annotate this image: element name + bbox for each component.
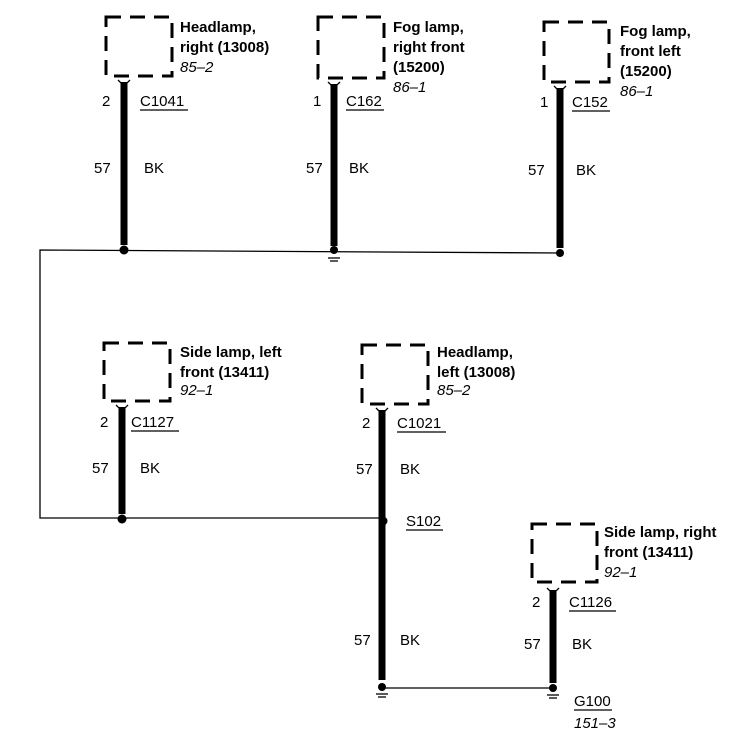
connector-symbol xyxy=(117,79,131,87)
circuit-number: 57 xyxy=(528,162,545,179)
component-name-line: Fog lamp, xyxy=(393,19,464,36)
component-box xyxy=(104,15,174,78)
wire-color: BK xyxy=(400,632,420,649)
component-name-line: right (13008) xyxy=(180,39,269,56)
connector-symbol xyxy=(553,85,567,93)
connector-symbol xyxy=(375,407,389,415)
component-ref: 86–1 xyxy=(620,83,653,100)
component-name-line: Fog lamp, xyxy=(620,23,691,40)
component-name-line: left (13008) xyxy=(437,364,515,381)
wire-color: BK xyxy=(349,160,369,177)
component-fog-lamp-front-left: Fog lamp, front left (15200) 86–1 1 C152… xyxy=(528,20,691,257)
component-ref: 85–2 xyxy=(437,382,471,399)
component-box xyxy=(360,343,430,406)
junction-dot xyxy=(378,683,386,691)
connector-symbol xyxy=(115,404,129,412)
wire-color: BK xyxy=(140,460,160,477)
connector-id: C152 xyxy=(572,94,608,111)
splice-dot xyxy=(378,516,388,526)
component-name-line: front (13411) xyxy=(604,544,693,561)
connector-id: C1021 xyxy=(397,415,441,432)
component-name-line: (15200) xyxy=(620,63,672,80)
connector-id: C1126 xyxy=(569,594,612,611)
component-ref: 85–2 xyxy=(180,59,214,76)
component-headlamp-left: Headlamp, left (13008) 85–2 2 C1021 57 B… xyxy=(356,343,515,680)
connector-symbol xyxy=(327,81,341,89)
component-name-line: (15200) xyxy=(393,59,445,76)
wire-color: BK xyxy=(572,636,592,653)
component-ref: 92–1 xyxy=(180,382,213,399)
ground-label: G100 xyxy=(574,693,611,710)
connector-id: C1041 xyxy=(140,93,184,110)
junction-dot xyxy=(549,684,557,692)
ground-wire: 57 BK xyxy=(354,632,420,698)
connector-id: C162 xyxy=(346,93,382,110)
component-side-lamp-left-front: Side lamp, left front (13411) 92–1 2 C11… xyxy=(92,341,282,524)
connector-symbol xyxy=(546,587,560,595)
pin-number: 2 xyxy=(362,415,370,432)
component-name-line: Side lamp, right xyxy=(604,524,717,541)
component-box xyxy=(530,522,599,584)
component-box xyxy=(102,341,172,403)
component-side-lamp-right-front: Side lamp, right front (13411) 92–1 2 C1… xyxy=(524,522,717,683)
component-box xyxy=(316,15,386,80)
junction-dot xyxy=(117,514,127,524)
pin-number: 1 xyxy=(313,93,321,110)
circuit-number: 57 xyxy=(306,160,323,177)
wire-color: BK xyxy=(576,162,596,179)
connector-id: C1127 xyxy=(131,414,174,431)
pin-number: 2 xyxy=(102,93,110,110)
component-name-line: front (13411) xyxy=(180,364,269,381)
splice-label: S102 xyxy=(406,513,441,530)
circuit-number: 57 xyxy=(524,636,541,653)
pin-number: 2 xyxy=(532,594,540,611)
component-box xyxy=(542,20,611,84)
component-ref: 86–1 xyxy=(393,79,426,96)
pin-number: 2 xyxy=(100,414,108,431)
ground-g100: G100 151–3 xyxy=(547,684,616,732)
component-ref: 92–1 xyxy=(604,564,637,581)
component-name-line: Side lamp, left xyxy=(180,344,282,361)
component-name-line: Headlamp, xyxy=(437,344,513,361)
circuit-number: 57 xyxy=(354,632,371,649)
pin-number: 1 xyxy=(540,94,548,111)
ground-bus-wire xyxy=(39,249,561,519)
component-name-line: right front xyxy=(393,39,465,56)
junction-dot xyxy=(330,246,338,254)
component-name-line: front left xyxy=(620,43,681,60)
wire-color: BK xyxy=(144,160,164,177)
ground-ref: 151–3 xyxy=(574,715,616,732)
circuit-number: 57 xyxy=(356,461,373,478)
component-headlamp-right: Headlamp, right (13008) 85–2 2 C1041 57 … xyxy=(94,15,269,255)
wire-color: BK xyxy=(400,461,420,478)
component-name-line: Headlamp, xyxy=(180,19,256,36)
splice-s102: S102 xyxy=(378,513,443,531)
component-fog-lamp-right-front: Fog lamp, right front (15200) 86–1 1 C16… xyxy=(306,15,465,262)
circuit-number: 57 xyxy=(94,160,111,177)
circuit-number: 57 xyxy=(92,460,109,477)
